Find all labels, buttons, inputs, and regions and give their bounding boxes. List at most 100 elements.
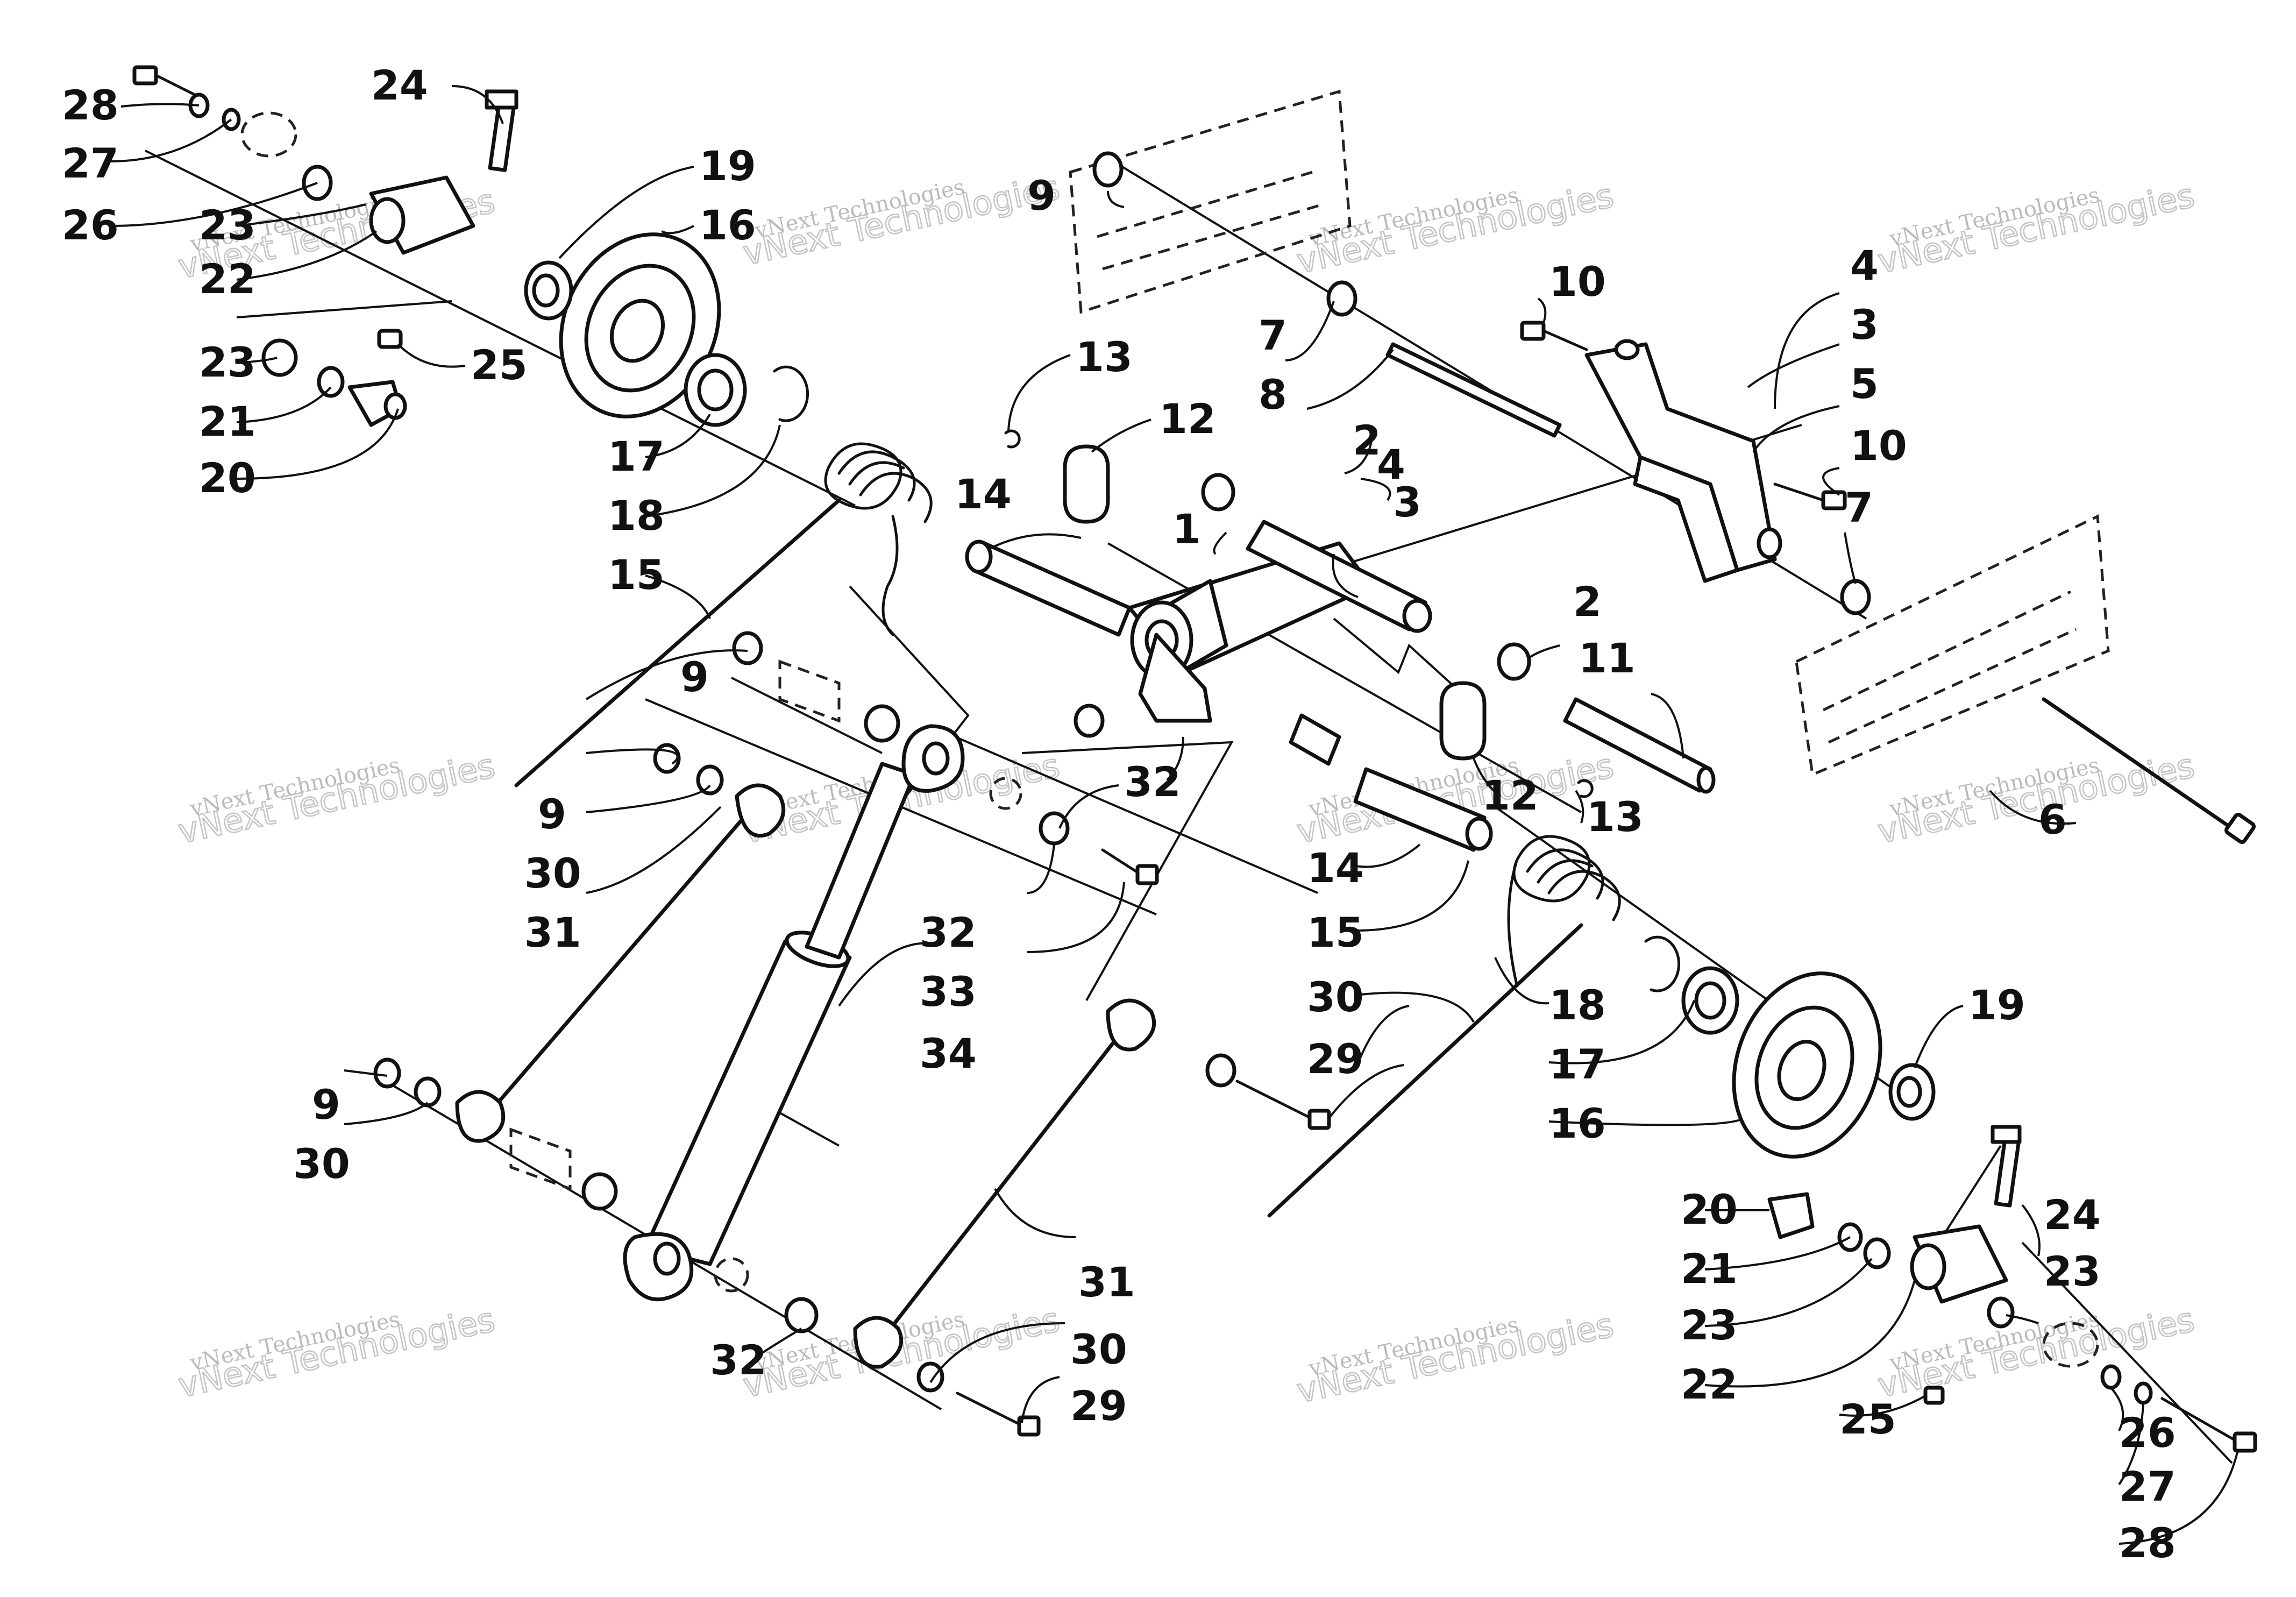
- callout-30: 30: [524, 849, 581, 897]
- callout-21: 21: [199, 398, 256, 445]
- callout-28: 28: [62, 81, 119, 129]
- callout-18: 18: [1549, 981, 1606, 1029]
- axle-clamp-right: [1910, 1224, 2008, 1304]
- idler-wheel-right: [1732, 971, 1882, 1159]
- callout-7: 7: [1259, 311, 1287, 359]
- callout-2: 2: [1573, 578, 1602, 626]
- callout-31: 31: [1078, 1258, 1135, 1306]
- callout-26: 26: [2119, 1409, 2176, 1457]
- bolt-24-right: [1991, 1125, 2022, 1208]
- bushing-2-lower: [1497, 642, 1531, 681]
- callout-3: 3: [1850, 301, 1879, 349]
- callout-30: 30: [293, 1140, 350, 1188]
- callout-8: 8: [1259, 371, 1287, 418]
- callout-30: 30: [1307, 973, 1364, 1021]
- callout-31: 31: [524, 908, 581, 956]
- callout-34: 34: [920, 1030, 977, 1077]
- watermark: vNext Technologies vNext Technologies: [1874, 745, 2199, 851]
- watermark: vNext Technologies vNext Technologies: [1874, 175, 2199, 281]
- idler-wheel-left: [559, 232, 721, 418]
- callout-4: 4: [1377, 441, 1405, 488]
- callout-2: 2: [1353, 416, 1381, 464]
- callout-21: 21: [1681, 1245, 1738, 1293]
- callout-14: 14: [955, 470, 1012, 518]
- callout-18: 18: [608, 492, 665, 540]
- slide-rail-right: [1795, 514, 2110, 777]
- callout-20: 20: [199, 454, 256, 502]
- callout-10: 10: [1549, 258, 1606, 306]
- callout-15: 15: [1307, 908, 1364, 956]
- spacers-9-30: [373, 631, 1236, 1393]
- torsion-spring-left: [514, 442, 933, 787]
- callout-24: 24: [371, 61, 428, 109]
- cross-shaft-14-left: [965, 540, 1132, 637]
- bumper-12-left: [1063, 444, 1110, 524]
- torsion-spring-right: [1267, 835, 1621, 1218]
- watermark: vNext Technologies vNext Technologies: [1293, 1304, 1618, 1411]
- callout-30: 30: [1070, 1325, 1127, 1373]
- callout-23: 23: [2044, 1247, 2101, 1295]
- callout-25: 25: [471, 341, 528, 389]
- callout-22: 22: [1681, 1360, 1738, 1408]
- nuts-9-top: [1092, 151, 1124, 188]
- callout-1: 1: [1172, 505, 1201, 553]
- callout-12: 12: [1159, 395, 1216, 443]
- callout-16: 16: [1549, 1099, 1606, 1147]
- callout-9: 9: [1027, 172, 1056, 219]
- callout-15: 15: [608, 551, 665, 599]
- axle-clamp-left: [369, 175, 475, 255]
- callout-23: 23: [199, 338, 256, 386]
- callout-13: 13: [1076, 333, 1133, 381]
- bushings-left-lower: [261, 338, 407, 427]
- callout-19: 19: [699, 142, 756, 190]
- callout-11: 11: [1579, 634, 1636, 682]
- wheel-spacer-left: [524, 260, 573, 321]
- callout-20: 20: [1681, 1186, 1738, 1233]
- callout-27: 27: [2119, 1463, 2176, 1510]
- slide-rail-left: [1069, 89, 1352, 314]
- leader-lines: [110, 85, 2238, 1545]
- shaft-8: [1385, 342, 1562, 438]
- callout-14: 14: [1307, 844, 1364, 892]
- callout-9: 9: [312, 1081, 340, 1128]
- callout-29: 29: [1070, 1382, 1127, 1430]
- pivot-tube-upper: [1246, 520, 1432, 633]
- callout-5: 5: [1850, 360, 1879, 408]
- callout-29: 29: [1307, 1035, 1364, 1083]
- watermark: vNext Technologies vNext Technologies: [174, 1299, 499, 1406]
- callout-16: 16: [699, 201, 756, 249]
- callout-19: 19: [1968, 981, 2025, 1029]
- bolt-28-left: [132, 65, 201, 98]
- callout-10: 10: [1850, 422, 1907, 470]
- callout-9: 9: [538, 790, 566, 838]
- callout-25: 25: [1839, 1395, 1896, 1443]
- bushings-7: [1326, 280, 1871, 615]
- callout-9: 9: [680, 653, 709, 701]
- callout-17: 17: [608, 432, 665, 480]
- wheel-spacer-right: [1888, 1063, 1936, 1121]
- callout-26: 26: [62, 201, 119, 249]
- callout-7: 7: [1845, 484, 1873, 531]
- callout-24: 24: [2044, 1191, 2101, 1239]
- callout-12: 12: [1482, 771, 1539, 819]
- snap-ring-right: [1644, 935, 1681, 992]
- callout-22: 22: [199, 255, 256, 303]
- callout-17: 17: [1549, 1040, 1606, 1088]
- callout-23: 23: [199, 201, 256, 249]
- nut-25-left: [377, 329, 403, 349]
- watermark: vNext Technologies vNext Technologies: [739, 167, 1064, 273]
- bracket-5: [1584, 339, 1782, 583]
- callouts: 28 27 26 24 23 22 19 16 25 23 21 20 17 1…: [62, 61, 2176, 1567]
- bushing-2-upper: [1201, 473, 1235, 512]
- bolt-6: [2042, 697, 2256, 844]
- callout-4: 4: [1850, 242, 1879, 289]
- bolts-29-33: [956, 848, 1331, 1437]
- callout-6: 6: [2038, 796, 2067, 843]
- watermark: vNext Technologies vNext Technologies: [174, 745, 499, 851]
- clip-13-lower: [1577, 779, 1594, 798]
- link-rod-lower: [853, 998, 1156, 1369]
- bearing-left: [684, 353, 747, 427]
- snap-ring-left: [773, 365, 809, 422]
- callout-28: 28: [2119, 1519, 2176, 1567]
